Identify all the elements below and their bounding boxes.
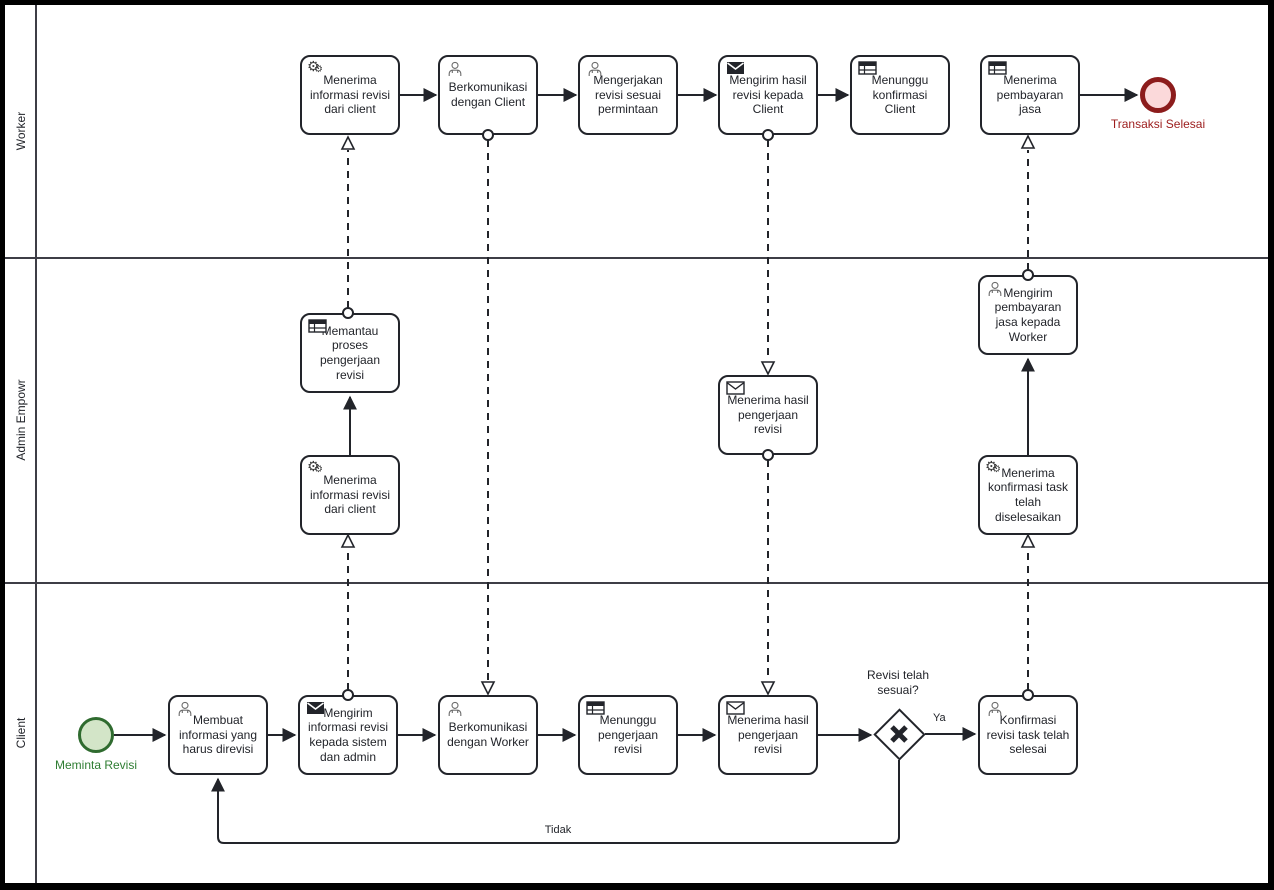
receive-message-icon bbox=[725, 381, 745, 399]
task-worker-menerima-informasi-revisi[interactable]: ⚙⚙ Menerima informasi revisi dari client bbox=[300, 55, 400, 135]
user-icon bbox=[175, 701, 195, 719]
lane-separator-admin-client bbox=[5, 582, 1268, 584]
flow-label-tidak: Tidak bbox=[544, 824, 572, 836]
user-icon bbox=[585, 61, 605, 79]
task-client-membuat-informasi[interactable]: Membuat informasi yang harus direvisi bbox=[168, 695, 268, 775]
task-admin-menerima-konfirmasi-task[interactable]: ⚙⚙ Menerima konfirmasi task telah disele… bbox=[978, 455, 1078, 535]
flow-label-ya: Ya bbox=[933, 712, 946, 724]
task-label: Berkomunikasi dengan Client bbox=[448, 80, 528, 109]
task-worker-mengirim-hasil-revisi[interactable]: Mengirim hasil revisi kepada Client bbox=[718, 55, 818, 135]
business-rule-icon bbox=[857, 61, 877, 79]
task-client-menunggu-pengerjaan[interactable]: Menunggu pengerjaan revisi bbox=[578, 695, 678, 775]
end-event[interactable] bbox=[1140, 77, 1176, 113]
receive-message-icon bbox=[725, 701, 745, 719]
task-label: Menerima konfirmasi task telah diselesai… bbox=[987, 465, 1069, 524]
task-worker-mengerjakan-revisi[interactable]: Mengerjakan revisi sesuai permintaan bbox=[578, 55, 678, 135]
lane-label-admin: Admin Empowr bbox=[14, 379, 28, 461]
task-label: Menunggu konfirmasi Client bbox=[871, 73, 929, 117]
task-label: Mengirim pembayaran jasa kepada Worker bbox=[994, 285, 1062, 344]
send-message-icon bbox=[305, 701, 325, 719]
task-admin-menerima-informasi-revisi[interactable]: ⚙⚙ Menerima informasi revisi dari client bbox=[300, 455, 400, 535]
start-event[interactable] bbox=[78, 717, 114, 753]
gateway-question-label: Revisi telah sesuai? bbox=[866, 668, 930, 697]
task-label: Konfirmasi revisi task telah selesai bbox=[986, 713, 1070, 757]
task-label: Mengerjakan revisi sesuai permintaan bbox=[593, 73, 663, 117]
task-label: Berkomunikasi dengan Worker bbox=[447, 720, 529, 749]
user-icon bbox=[445, 61, 465, 79]
task-label: Menerima hasil pengerjaan revisi bbox=[727, 713, 809, 757]
task-label: Menerima hasil pengerjaan revisi bbox=[727, 393, 809, 437]
lane-separator-worker-admin bbox=[5, 257, 1268, 259]
task-worker-menerima-pembayaran[interactable]: Menerima pembayaran jasa bbox=[980, 55, 1080, 135]
task-client-konfirmasi-revisi[interactable]: Konfirmasi revisi task telah selesai bbox=[978, 695, 1078, 775]
user-icon bbox=[985, 281, 1005, 299]
service-gears-icon: ⚙⚙ bbox=[985, 458, 1001, 475]
task-worker-menunggu-konfirmasi[interactable]: Menunggu konfirmasi Client bbox=[850, 55, 950, 135]
task-label: Menerima informasi revisi dari client bbox=[309, 473, 390, 517]
task-client-berkomunikasi-worker[interactable]: Berkomunikasi dengan Worker bbox=[438, 695, 538, 775]
business-rule-icon bbox=[307, 319, 327, 337]
task-label: Menunggu pengerjaan revisi bbox=[597, 713, 659, 757]
business-rule-icon bbox=[987, 61, 1007, 79]
task-label: Memantau proses pengerjaan revisi bbox=[319, 323, 381, 382]
lane-label-worker: Worker bbox=[14, 111, 28, 151]
business-rule-icon bbox=[585, 701, 605, 719]
send-message-icon bbox=[725, 61, 745, 79]
task-admin-mengirim-pembayaran[interactable]: Mengirim pembayaran jasa kepada Worker bbox=[978, 275, 1078, 355]
service-gears-icon: ⚙⚙ bbox=[307, 458, 323, 475]
task-admin-menerima-hasil-pengerjaan[interactable]: Menerima hasil pengerjaan revisi bbox=[718, 375, 818, 455]
task-label: Menerima informasi revisi dari client bbox=[309, 73, 390, 117]
task-label: Mengirim hasil revisi kepada Client bbox=[729, 73, 807, 117]
start-event-label: Meminta Revisi bbox=[54, 758, 138, 772]
lane-label-column-divider bbox=[35, 5, 37, 883]
end-event-label: Transaksi Selesai bbox=[1110, 117, 1206, 131]
task-label: Menerima pembayaran jasa bbox=[996, 73, 1064, 117]
lane-label-client: Client bbox=[14, 717, 28, 749]
task-label: Membuat informasi yang harus direvisi bbox=[178, 713, 258, 757]
user-icon bbox=[985, 701, 1005, 719]
service-gears-icon: ⚙⚙ bbox=[307, 58, 323, 75]
user-icon bbox=[445, 701, 465, 719]
task-client-menerima-hasil-pengerjaan[interactable]: Menerima hasil pengerjaan revisi bbox=[718, 695, 818, 775]
task-admin-memantau-proses[interactable]: Memantau proses pengerjaan revisi bbox=[300, 313, 400, 393]
task-worker-berkomunikasi-client[interactable]: Berkomunikasi dengan Client bbox=[438, 55, 538, 135]
exclusive-gateway-x-icon bbox=[887, 722, 911, 746]
task-client-mengirim-informasi[interactable]: Mengirim informasi revisi kepada sistem … bbox=[298, 695, 398, 775]
